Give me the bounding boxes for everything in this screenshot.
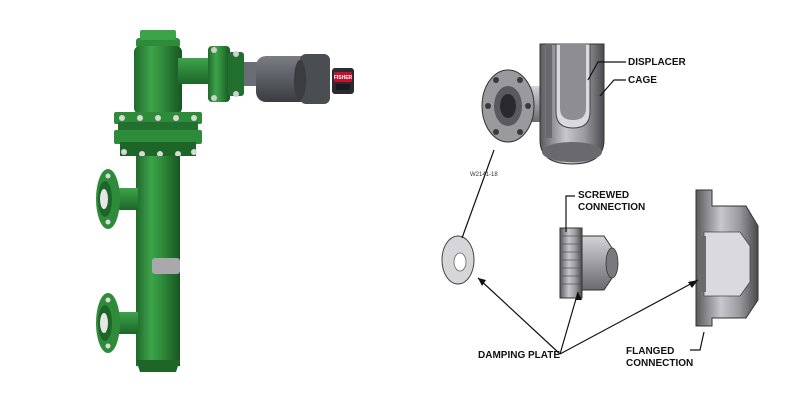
label-flanged-line2: CONNECTION [626, 358, 693, 369]
brand-badge [334, 72, 352, 82]
brand-badge-text: FISHER [334, 75, 353, 81]
leader-lines [461, 61, 705, 355]
label-flanged-line1: FLANGED [626, 346, 674, 357]
transmitter-head: FISHER [244, 54, 354, 104]
label-cage: CAGE [628, 75, 657, 86]
label-displacer: DISPLACER [628, 57, 687, 68]
cage-cutaway-illustration [481, 43, 605, 165]
label-damping-plate: DAMPING PLATE [478, 350, 560, 361]
leader-arrowheads [478, 278, 698, 300]
label-screwed-line2: CONNECTION [578, 202, 645, 213]
label-screwed-line1: SCREWED [578, 190, 629, 201]
figure-id: W2141-18 [470, 172, 498, 178]
damping-plate-illustration [441, 235, 475, 285]
flanged-connection-illustration [695, 189, 759, 327]
screwed-connection-illustration [559, 227, 619, 299]
cage-instrument-illustration [96, 30, 244, 372]
